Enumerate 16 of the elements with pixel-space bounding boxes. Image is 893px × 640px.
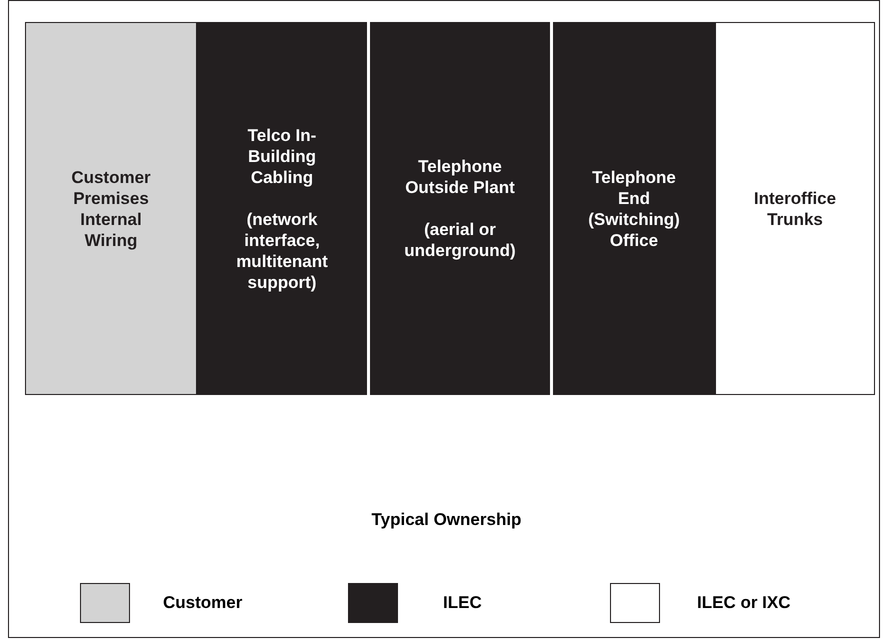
ownership-column [197,22,367,395]
ownership-column [370,22,550,395]
column-heading: Interoffice Trunks [752,188,838,230]
legend-label: Customer [163,593,242,613]
column-note: (aerial or underground) [403,219,517,261]
column-heading: Telco In-Building Cabling [246,124,318,188]
legend-title: Typical Ownership [370,510,522,530]
column-heading: Customer Premises Internal Wiring [70,166,152,250]
legend-label: ILEC [443,593,482,613]
column-heading: Telephone End (Switching) Office [587,166,681,250]
column-note: (network interface, multitenant support) [235,208,329,292]
ownership-column [715,22,875,395]
ownership-column [25,22,197,395]
legend-label: ILEC or IXC [697,593,791,613]
column-heading: Telephone Outside Plant [404,156,516,198]
ownership-column [553,22,715,395]
